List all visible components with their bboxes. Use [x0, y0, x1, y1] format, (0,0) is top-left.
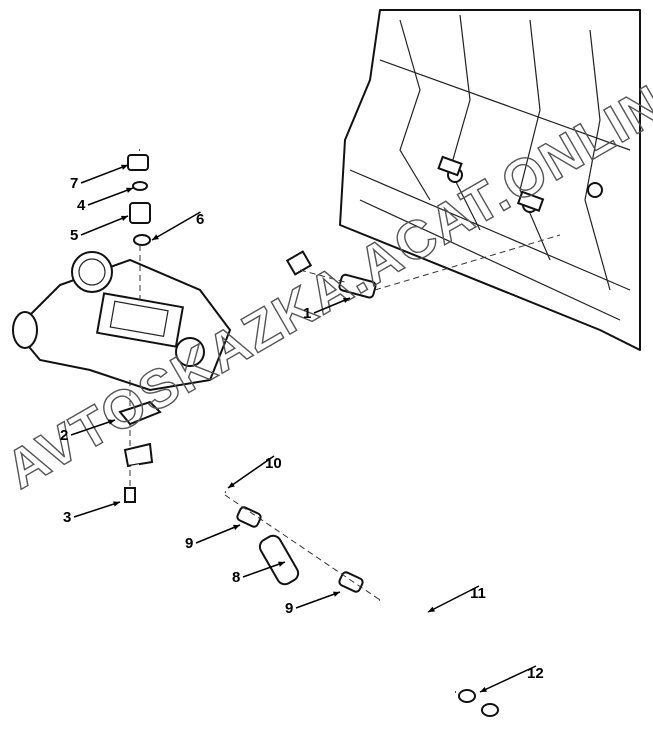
callout-9: 9 — [185, 524, 241, 552]
callout-4: 4 — [77, 187, 134, 214]
arrowhead-icon — [428, 606, 435, 612]
o-ring-12b — [481, 703, 499, 717]
o-ring-12 — [458, 689, 476, 703]
callout-6: 6 — [151, 211, 204, 241]
callout-label: 11 — [470, 585, 486, 602]
arrowhead-icon — [121, 164, 128, 170]
engine-block — [339, 9, 641, 351]
washer-6 — [133, 234, 151, 246]
arrowhead-icon — [278, 561, 285, 567]
leader-line — [295, 591, 341, 609]
bolt-3 — [124, 487, 136, 503]
callout-2: 2 — [60, 419, 116, 444]
leader-line — [73, 501, 121, 518]
arrowhead-icon — [480, 686, 487, 692]
callout-label: 12 — [527, 665, 544, 682]
callout-label: 3 — [63, 509, 71, 526]
elbow-fitting-1 — [338, 273, 377, 299]
arrowhead-icon — [113, 501, 120, 507]
callout-10: 10 — [227, 455, 282, 489]
arrowhead-icon — [126, 187, 133, 193]
flange — [123, 442, 154, 468]
callout-label: 9 — [185, 535, 193, 552]
oil-line-hose — [139, 138, 313, 276]
leader-line — [151, 211, 201, 241]
leader-line — [195, 524, 241, 544]
callout-5: 5 — [70, 215, 129, 244]
washer-4 — [132, 181, 148, 191]
arrowhead-icon — [228, 482, 235, 488]
leader-line — [427, 585, 480, 613]
callout-12: 12 — [479, 665, 544, 693]
callout-label: 1 — [303, 305, 311, 322]
callout-1: 1 — [303, 297, 351, 322]
callout-label: 5 — [70, 227, 78, 244]
callout-label: 6 — [196, 211, 204, 228]
clamp-9 — [236, 506, 262, 528]
callout-label: 2 — [60, 427, 68, 444]
callout-label: 8 — [232, 569, 240, 586]
callout-label: 10 — [265, 455, 282, 472]
arrowhead-icon — [108, 419, 115, 425]
fitting-7 — [127, 154, 149, 171]
leader-line — [80, 215, 129, 236]
leader-line — [87, 187, 134, 206]
callout-7: 7 — [70, 164, 129, 192]
leader-line — [227, 455, 275, 489]
callout-label: 4 — [77, 197, 86, 214]
callout-label: 7 — [70, 175, 78, 192]
hose-8 — [258, 534, 300, 586]
callout-8: 8 — [232, 561, 286, 586]
leader-line — [479, 665, 537, 693]
arrowhead-icon — [121, 215, 128, 221]
leader-line — [70, 419, 116, 436]
arrowhead-icon — [233, 524, 240, 530]
leader-line — [313, 297, 351, 314]
gasket-2 — [118, 400, 162, 426]
arrowhead-icon — [343, 297, 350, 303]
callout-11: 11 — [427, 585, 486, 613]
adapter-5 — [129, 202, 151, 224]
callout-label: 9 — [285, 600, 293, 617]
turbocharger — [12, 251, 232, 392]
arrowhead-icon — [152, 234, 159, 240]
leader-line — [80, 164, 129, 184]
leader-line — [242, 561, 286, 578]
callout-3: 3 — [63, 501, 121, 526]
arrowhead-icon — [333, 591, 340, 597]
callout-9: 9 — [285, 591, 341, 617]
